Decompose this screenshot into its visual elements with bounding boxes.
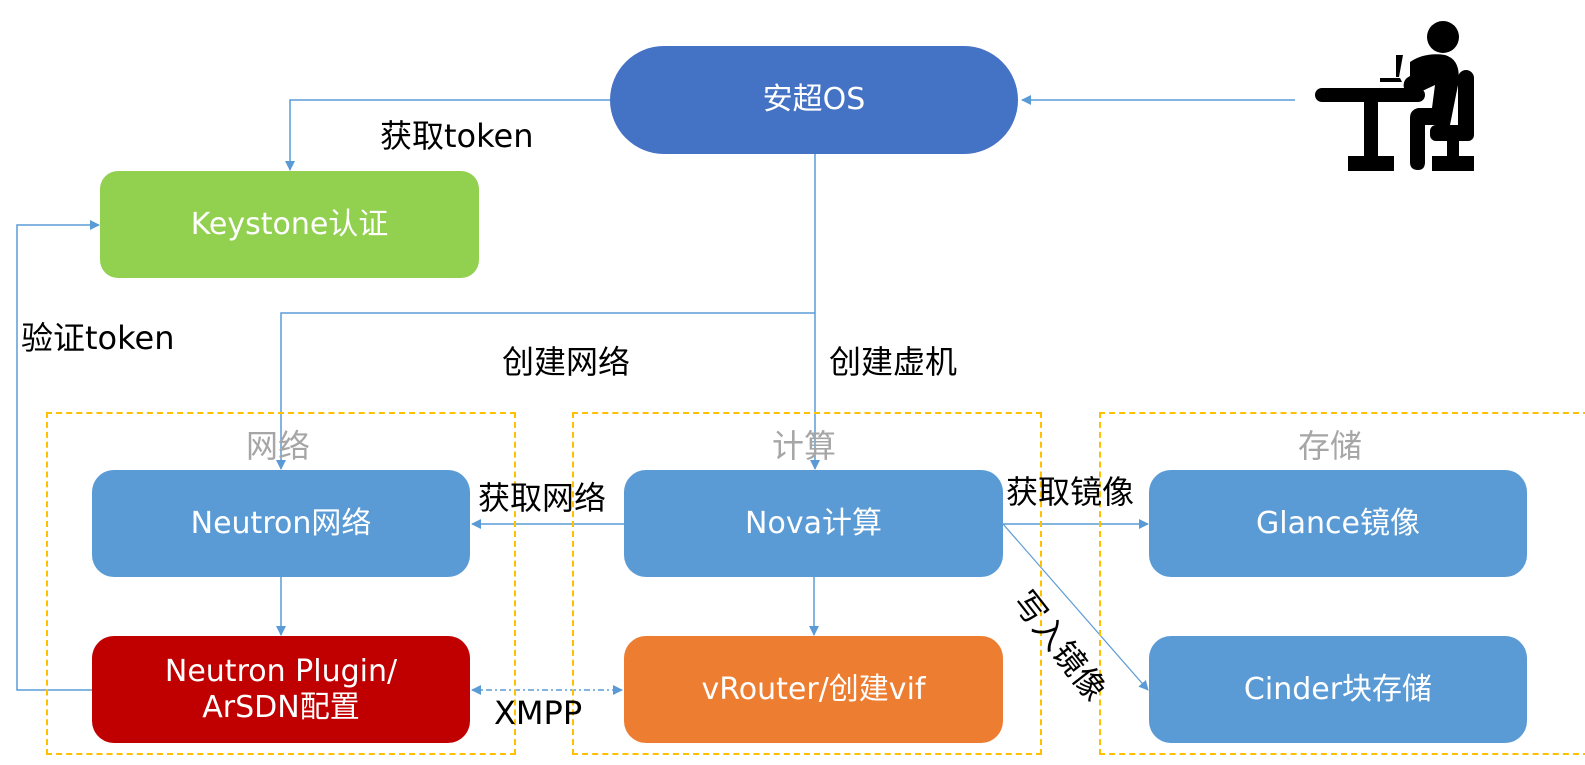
node-nova-label: Nova计算 xyxy=(745,505,882,541)
group-network-title: 网络 xyxy=(246,427,311,465)
group-compute xyxy=(572,412,1042,755)
node-neutron-label: Neutron网络 xyxy=(190,505,372,541)
group-network xyxy=(46,412,516,755)
node-plugin-label-line1: Neutron Plugin/ xyxy=(164,653,398,689)
node-plugin-label-line2: ArSDN配置 xyxy=(202,689,360,725)
node-vrouter[interactable]: vRouter/创建vif xyxy=(624,636,1003,743)
edge-label-get-network: 获取网络 xyxy=(478,479,607,517)
node-neutron-plugin[interactable]: Neutron Plugin/ ArSDN配置 xyxy=(92,636,470,743)
edge-nova-to-cinder xyxy=(1002,523,1149,691)
node-os-label: 安超OS xyxy=(762,82,866,117)
edge-label-get-image: 获取镜像 xyxy=(1006,473,1135,511)
node-cinder[interactable]: Cinder块存储 xyxy=(1149,636,1527,743)
node-glance[interactable]: Glance镜像 xyxy=(1149,470,1527,577)
group-compute-title: 计算 xyxy=(772,427,837,465)
group-storage-title: 存储 xyxy=(1298,427,1363,465)
edge-plugin-to-keystone xyxy=(16,220,100,691)
node-neutron[interactable]: Neutron网络 xyxy=(92,470,470,577)
node-os[interactable]: 安超OS xyxy=(610,46,1018,154)
node-cinder-label: Cinder块存储 xyxy=(1243,671,1433,707)
node-glance-label: Glance镜像 xyxy=(1256,505,1420,541)
edge-label-verify-token: 验证token xyxy=(21,319,175,357)
edge-os-to-keystone xyxy=(285,99,610,171)
edge-label-create-network: 创建网络 xyxy=(502,343,631,381)
node-vrouter-label: vRouter/创建vif xyxy=(701,671,926,707)
edge-os-to-neutron xyxy=(276,312,815,470)
group-storage xyxy=(1099,412,1585,755)
edge-label-xmpp: XMPP xyxy=(494,694,583,732)
person-at-desk-icon xyxy=(1315,21,1474,171)
node-keystone-label: Keystone认证 xyxy=(190,206,389,242)
edge-label-get-token: 获取token xyxy=(380,117,534,155)
node-nova[interactable]: Nova计算 xyxy=(624,470,1003,577)
edge-label-create-vm: 创建虚机 xyxy=(829,343,958,381)
node-keystone[interactable]: Keystone认证 xyxy=(100,171,479,278)
